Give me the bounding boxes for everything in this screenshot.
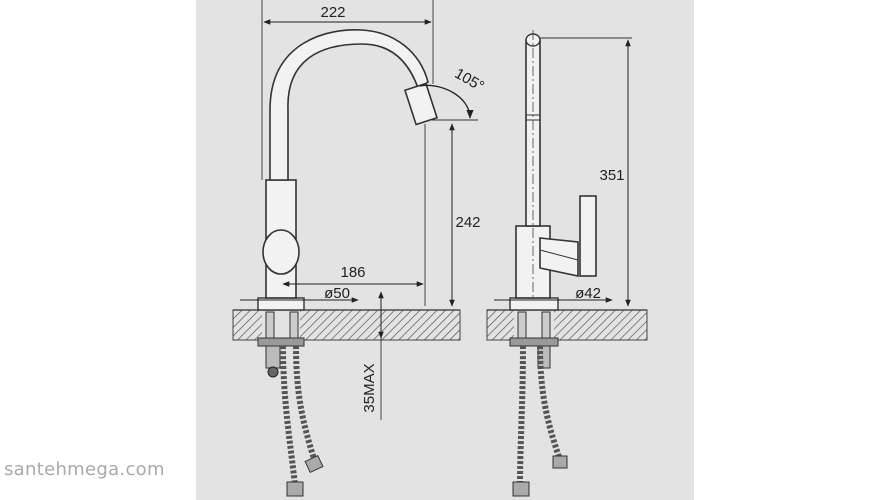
handle-cap	[262, 229, 300, 275]
mounting-nut-side	[509, 337, 559, 347]
drawing-panel: 222 105° 242 186 ø50 35MAX	[196, 0, 694, 500]
supply-hose-side-left	[517, 345, 526, 486]
front-view: 222 105° 242 186 ø50 35MAX	[232, 0, 487, 497]
spout-height-label: 242	[455, 214, 480, 231]
reach-label: 186	[340, 264, 365, 281]
side-view: 351 ø42	[486, 30, 648, 497]
base-diameter-label: ø50	[324, 285, 350, 302]
supply-hose-side-right	[537, 345, 563, 461]
side-base-diameter-label: ø42	[575, 285, 601, 302]
gooseneck-spout	[269, 29, 429, 181]
mounting-nut	[257, 337, 305, 347]
rotation-arc	[419, 84, 474, 119]
watermark: santehmega.com	[4, 459, 165, 480]
supply-hose-left	[280, 345, 298, 486]
faucet-technical-drawing: 222 105° 242 186 ø50 35MAX	[232, 0, 648, 497]
supply-hose-right	[293, 345, 318, 463]
spout-angle-label: 105°	[452, 65, 487, 95]
max-counter-thickness-label: 35MAX	[361, 363, 378, 412]
lever-handle	[539, 237, 579, 277]
aerator	[403, 82, 439, 126]
width-label: 222	[320, 4, 345, 21]
countertop-slab-side	[486, 309, 648, 341]
total-height-label: 351	[599, 167, 624, 184]
